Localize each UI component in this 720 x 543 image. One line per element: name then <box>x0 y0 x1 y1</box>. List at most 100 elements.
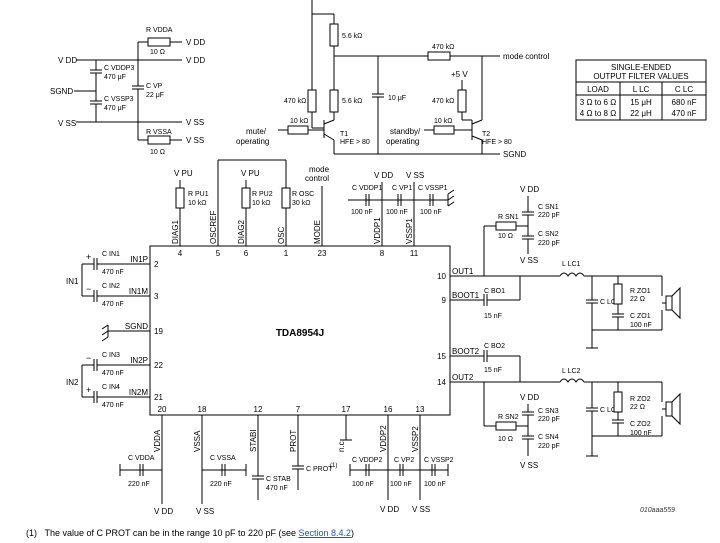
pin-top-label-5: VDDP1 <box>373 217 382 244</box>
rzo1-value: 22 Ω <box>630 296 645 303</box>
pin-left-num-2: 19 <box>154 327 163 336</box>
vpu-label-1: V PU <box>174 169 193 178</box>
pin-top-label-1: OSCREF <box>209 211 218 244</box>
output-circuitry: R SN1 10 Ω V DD V SS C SN1 220 pF C SN2 … <box>450 185 681 470</box>
t1-label: T1 <box>340 131 348 138</box>
pin-right-num-0: 10 <box>437 272 446 281</box>
cprot-name: C PROT <box>306 466 333 473</box>
pin-bottom-num-2: 12 <box>254 405 263 414</box>
pin-bottom-num-1: 18 <box>198 405 207 414</box>
csn3-name: C SN3 <box>538 408 559 415</box>
rvdda-value: 10 Ω <box>150 49 165 56</box>
footnote: (1) The value of C PROT can be in the ra… <box>26 528 354 538</box>
mute-operating-label: operating <box>236 137 269 146</box>
rzo1-name: R ZO1 <box>630 288 651 295</box>
in1m-polarity: − <box>86 284 91 294</box>
rsn1-value: 10 Ω <box>498 233 513 240</box>
cin4-name: C IN4 <box>102 384 120 391</box>
pin-top-num-5: 8 <box>380 249 385 258</box>
t1-hfe: HFE > 80 <box>340 139 370 146</box>
csn2-value: 220 pF <box>538 240 560 247</box>
rvdda-name: R VDDA <box>146 27 173 34</box>
pin-bottom-label-6: VSSP2 <box>411 426 420 452</box>
t2-hfe: HFE > 80 <box>482 139 512 146</box>
cvddp1-value: 100 nF <box>351 209 373 216</box>
r-470k-mode-value: 470 kΩ <box>432 44 454 51</box>
cstab-name: C STAB <box>266 476 291 483</box>
r-5k6-mid <box>329 89 339 113</box>
pin-left-num-4: 21 <box>154 393 163 402</box>
pin-top-num-0: 4 <box>178 249 183 258</box>
r-10k-t1-value: 10 kΩ <box>290 118 308 125</box>
pin-left-label-2: SGND <box>125 322 148 331</box>
pin-top-num-1: 5 <box>216 249 221 258</box>
pin-bottom-label-3: PROT <box>289 430 298 452</box>
cvssp3-value: 470 μF <box>104 105 126 112</box>
rsn1-name: R SN1 <box>498 214 519 221</box>
czo1-value: 100 nF <box>630 322 652 329</box>
pin-right-label-1: BOOT1 <box>452 291 480 300</box>
rzo2-resistor <box>613 391 623 413</box>
cvp-value: 22 μF <box>146 92 164 99</box>
table-cell-1-2: 470 nF <box>672 109 697 118</box>
rosc-value: 30 kΩ <box>292 200 310 207</box>
cprot-sup: (1) <box>330 463 337 469</box>
footnote-marker: (1) <box>26 528 37 538</box>
table-header-1: L LC <box>633 85 650 94</box>
r-10k-t1 <box>287 125 309 135</box>
pin-top-num-4: 23 <box>318 249 327 258</box>
cvssp2-name: C VSSP2 <box>424 457 454 464</box>
czo2-value: 100 nF <box>630 430 652 437</box>
bottom-pin-circuitry: V DD C VDDA 220 nF V SS C VSSA 220 nF C … <box>119 415 454 516</box>
footnote-text: The value of C PROT can be in the range … <box>44 528 299 538</box>
pin-right-label-0: OUT1 <box>452 267 474 276</box>
rosc-name: R OSC <box>292 191 314 198</box>
csn4-value: 220 pF <box>538 443 560 450</box>
rzo2-name: R ZO2 <box>630 396 651 403</box>
mute-label: mute/ <box>246 127 267 136</box>
in2-label: IN2 <box>66 378 79 387</box>
csn2-name: C SN2 <box>538 231 559 238</box>
pin-right-num-2: 15 <box>437 352 446 361</box>
pin-left-label-3: IN2P <box>130 356 148 365</box>
cvp2-value: 100 nF <box>390 481 412 488</box>
rpu1-value: 10 kΩ <box>188 200 206 207</box>
cvp-name: C VP <box>146 83 163 90</box>
clc2-label: C LC2 <box>600 407 620 414</box>
table-title-1: SINGLE-ENDED <box>611 63 671 72</box>
footnote-suffix: ) <box>351 528 355 538</box>
cvssp3-name: C VSSP3 <box>104 96 134 103</box>
pin-bottom-num-5: 16 <box>384 405 393 414</box>
cbo2-name: C BO2 <box>484 343 505 350</box>
rvssa-value: 10 Ω <box>150 149 165 156</box>
input-circuitry: IN1 IN2 + C IN1 470 nF − C IN2 470 nF − … <box>66 251 150 409</box>
rpu1-name: R PU1 <box>188 191 209 198</box>
cvssp2-value: 100 nF <box>424 481 446 488</box>
pin-left-num-3: 22 <box>154 361 163 370</box>
r-5k6-top-value: 5.6 kΩ <box>342 33 362 40</box>
cin1-value: 470 nF <box>102 269 124 276</box>
vss-label: V SS <box>58 119 76 128</box>
cvdda-value: 220 nF <box>128 481 150 488</box>
rzo1-resistor <box>613 283 623 305</box>
cvdda-name: C VDDA <box>128 455 155 462</box>
table-cell-0-0: 3 Ω to 6 Ω <box>580 98 616 107</box>
rsn1-resistor <box>495 221 517 231</box>
section-link[interactable]: Section 8.4.2 <box>298 528 352 538</box>
cbo1-name: C BO1 <box>484 288 505 295</box>
vss-label-bottom-1: V SS <box>196 507 214 516</box>
rpu2-name: R PU2 <box>252 191 273 198</box>
czo1-name: C ZO1 <box>630 313 651 320</box>
cin4-value: 470 nF <box>102 402 124 409</box>
csn1-value: 220 pF <box>538 212 560 219</box>
r-10k-t2 <box>433 125 455 135</box>
rpu2-resistor <box>241 187 251 209</box>
pin-top-label-4: MODE <box>313 220 322 244</box>
cin2-value: 470 nF <box>102 301 124 308</box>
vdd-label-bottom-1: V DD <box>154 507 173 516</box>
r-470k-t2 <box>457 89 467 113</box>
clc1-label: C LC1 <box>600 299 620 306</box>
rpu2-value: 10 kΩ <box>252 200 270 207</box>
pin-left-label-1: IN1M <box>129 287 148 296</box>
r-470k-t2-value: 470 kΩ <box>432 98 454 105</box>
